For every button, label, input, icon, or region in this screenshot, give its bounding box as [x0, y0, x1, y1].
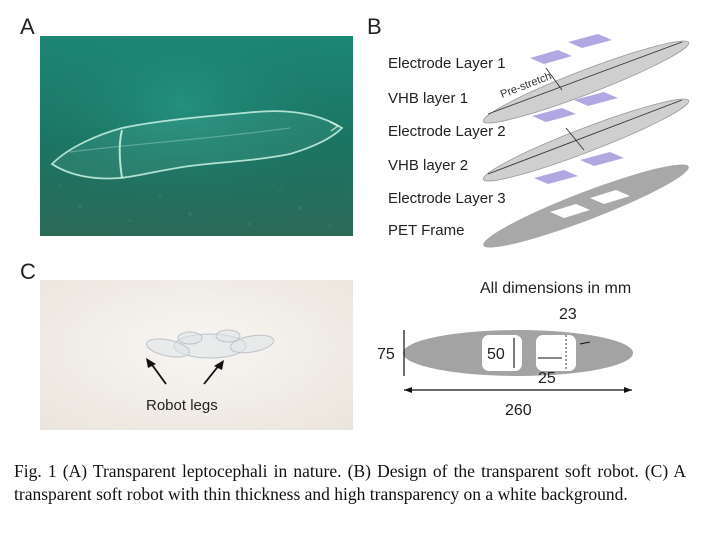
dimension-drawing — [403, 330, 633, 393]
frame-window — [550, 204, 590, 218]
window-right — [536, 335, 576, 371]
vhb-membrane-1 — [482, 40, 690, 124]
pet-frame — [483, 164, 689, 248]
transparent-robot — [145, 329, 275, 359]
caption-text: Fig. 1 (A) Transparent leptocephali in n… — [14, 461, 686, 504]
electrode-pad — [568, 34, 612, 48]
layer-label-vhb-1: VHB layer 1 — [388, 90, 469, 107]
window-left — [482, 335, 522, 371]
larva-body — [50, 110, 344, 180]
electrode-pad — [580, 152, 624, 166]
dim-50: 50 — [487, 346, 505, 363]
dim-260: 260 — [505, 402, 532, 419]
layer-label-electrode-2: Electrode Layer 2 — [388, 123, 506, 140]
electrode-pad — [574, 92, 618, 106]
layer-label-electrode-3: Electrode Layer 3 — [388, 190, 506, 207]
dim-75: 75 — [377, 346, 395, 363]
layer-stack-diagram: Pre-stretch — [482, 34, 690, 248]
robot-photo — [40, 280, 353, 430]
dim-25: 25 — [538, 370, 556, 387]
electrode-pad — [534, 170, 578, 184]
robot-legs-label: Robot legs — [146, 397, 218, 414]
frame-window — [590, 190, 630, 204]
vhb-membrane-2 — [482, 98, 690, 182]
dim-23: 23 — [559, 306, 577, 323]
electrode-pad — [532, 108, 576, 122]
figure-caption: Fig. 1 (A) Transparent leptocephali in n… — [14, 460, 686, 506]
panel-label-c: C — [20, 259, 36, 284]
panel-label-a: A — [20, 14, 35, 39]
dimensions-title: All dimensions in mm — [480, 280, 632, 297]
layer-label-pet-frame: PET Frame — [388, 222, 465, 239]
layer-label-vhb-2: VHB layer 2 — [388, 157, 469, 174]
electrode-pad — [530, 50, 572, 64]
panel-label-b: B — [367, 14, 382, 39]
layer-label-electrode-1: Electrode Layer 1 — [388, 55, 506, 72]
leptocephalus-photo — [40, 36, 353, 236]
